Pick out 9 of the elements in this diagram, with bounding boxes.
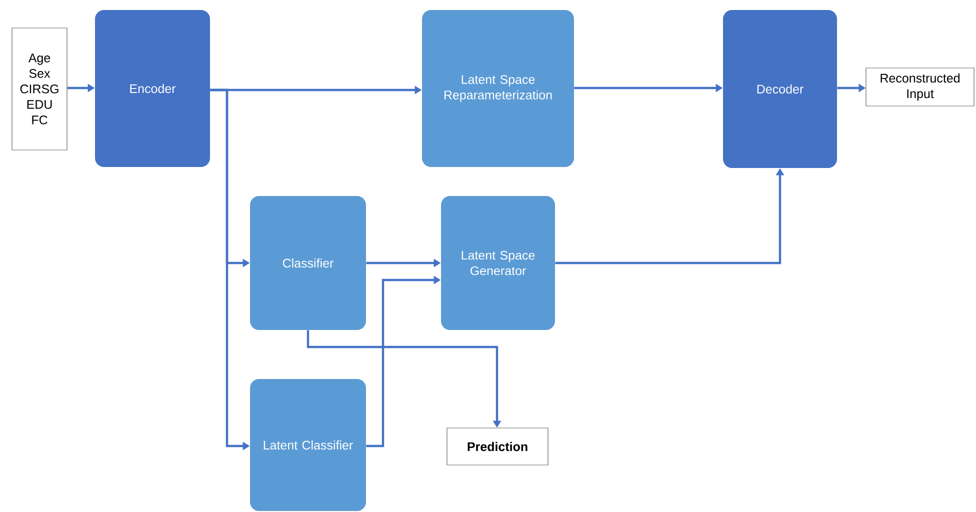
decoder-block: Decoder <box>723 10 837 168</box>
process-block: Latent Space Reparameterization <box>422 10 574 167</box>
process-block: Classifier <box>250 196 366 330</box>
output-box: Reconstructed Input <box>866 68 974 106</box>
input-box: Age Sex CIRSG EDU FC <box>12 28 68 150</box>
process-block: Latent Classifier <box>250 379 366 511</box>
encoder-block: Encoder <box>95 10 210 167</box>
process-block: Latent Space Generator <box>441 196 555 330</box>
output-box: Prediction <box>446 428 548 466</box>
